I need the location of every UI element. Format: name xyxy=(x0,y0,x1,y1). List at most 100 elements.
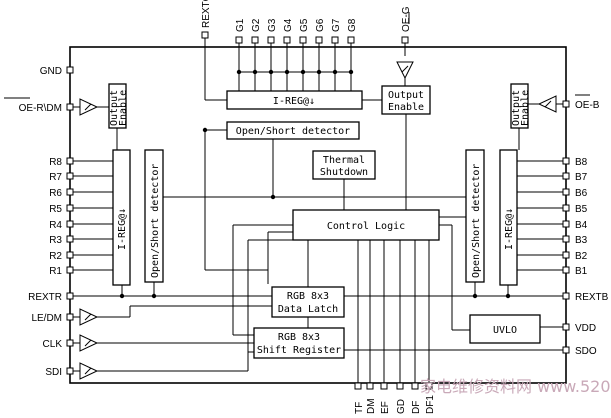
pin-g5: G5 xyxy=(299,18,310,44)
oe-left-line1: Output xyxy=(109,90,120,126)
pin-g2: G2 xyxy=(251,18,262,44)
pin-label-rextg: REXTG xyxy=(201,0,212,28)
uvlo-label: UVLO xyxy=(493,325,517,336)
g-line-junctions xyxy=(236,69,354,75)
ireg-right-label: I-REG@↓ xyxy=(504,208,515,250)
pin-label-b5: B5 xyxy=(575,204,588,215)
oe-right-line2: Enable xyxy=(520,90,531,126)
pin-label-df: DF xyxy=(411,401,422,414)
pin-label-r3: R3 xyxy=(49,235,62,246)
pin-g7: G7 xyxy=(331,18,342,44)
chip-outline xyxy=(69,46,567,384)
g-channel-lines xyxy=(204,43,352,101)
pin-label-b7: B7 xyxy=(575,172,588,183)
pin-clk: CLK xyxy=(43,334,254,352)
oe-right-line1: Output xyxy=(511,90,522,126)
ireg-left-label: I-REG@↓ xyxy=(117,208,128,250)
bottom-pin-wiring xyxy=(357,240,430,383)
pin-label-clk: CLK xyxy=(43,339,63,350)
pin-label-r7: R7 xyxy=(49,172,62,183)
pin-g1: G1 xyxy=(235,18,246,44)
pin-label-tf: TF xyxy=(354,402,365,414)
pin-label-b4: B4 xyxy=(575,220,588,231)
open-short-left-label: Open/Short detector xyxy=(150,164,161,278)
pin-g3: G3 xyxy=(267,18,278,44)
oe-left-line2: Enable xyxy=(118,90,129,126)
uvlo-block xyxy=(469,314,541,344)
pin-label-gd: GD xyxy=(396,399,407,414)
pin-label-b8: B8 xyxy=(575,157,588,168)
b-pin-boxes xyxy=(562,157,570,274)
pin-label-g6: G6 xyxy=(315,18,326,32)
rgb-shift-line1: RGB 8x3 xyxy=(278,332,320,343)
pin-label-b6: B6 xyxy=(575,188,588,199)
pin-label-le-dm: LE/DM xyxy=(31,313,62,324)
pin-label-g4: G4 xyxy=(283,18,294,32)
pin-df1: DF1 xyxy=(425,382,436,414)
pin-label-g7: G7 xyxy=(331,18,342,32)
pin-g8: G8 xyxy=(347,18,358,44)
pin-label-g3: G3 xyxy=(267,18,278,32)
pin-g6: G6 xyxy=(315,18,326,44)
pin-g4: G4 xyxy=(283,18,294,44)
pin-vdd: VDD xyxy=(562,323,596,334)
pin-label-gnd: GND xyxy=(40,66,62,77)
pin-label-dm: DM xyxy=(366,398,377,414)
pin-label-oe-r-dm: OE-R\DM xyxy=(19,103,62,114)
pin-label-r2: R2 xyxy=(49,251,62,262)
pin-label-r5: R5 xyxy=(49,204,62,215)
pin-rextr: REXTR xyxy=(28,282,272,303)
rgb-latch-line1: RGB 8x3 xyxy=(287,291,329,302)
pin-label-rextb: REXTB xyxy=(575,292,609,303)
ireg-top-label: I-REG@↓ xyxy=(273,96,315,107)
pin-oe-b: OE-B xyxy=(528,94,600,113)
r-pins xyxy=(73,160,113,271)
pin-label-g5: G5 xyxy=(299,18,310,32)
pin-rextg: REXTG xyxy=(201,0,212,47)
oe-top-line2: Enable xyxy=(388,102,424,113)
rgb-shift-line2: Shift Register xyxy=(257,345,341,356)
pin-oe-g: OE-G xyxy=(401,6,412,44)
pin-label-r1: R1 xyxy=(49,266,62,277)
pin-label-rextr: REXTR xyxy=(28,292,62,303)
pin-label-g1: G1 xyxy=(235,18,246,32)
pin-label-b3: B3 xyxy=(575,235,588,246)
pin-sdo: SDO xyxy=(562,346,597,357)
pin-label-df1: DF1 xyxy=(425,395,436,414)
rgb-latch-line2: Data Latch xyxy=(278,304,338,315)
pin-label-g2: G2 xyxy=(251,18,262,32)
pin-label-sdo: SDO xyxy=(575,346,597,357)
oe-left-buffer xyxy=(73,98,109,116)
pin-label-ef: EF xyxy=(380,401,391,414)
pin-sdi: SDI xyxy=(45,240,254,380)
oe-g-buffer xyxy=(396,43,414,86)
control-logic-label: Control Logic xyxy=(327,221,405,232)
pin-label-b2: B2 xyxy=(575,251,588,262)
pin-label-oe-g: OE-G xyxy=(401,6,412,32)
watermark-text: 家电维修资料网 www.520101.com xyxy=(420,377,611,396)
pin-le-dm: LE/DM xyxy=(31,305,272,326)
pin-label-vdd: VDD xyxy=(575,323,596,334)
pin-gnd: GND xyxy=(40,66,74,77)
pin-label-r4: R4 xyxy=(49,220,62,231)
pin-label-r8: R8 xyxy=(49,157,62,168)
pin-label-b1: B1 xyxy=(575,266,588,277)
pin-label-g8: G8 xyxy=(347,18,358,32)
pin-df: DF xyxy=(411,382,422,414)
pin-gd: GD xyxy=(396,382,407,414)
thermal-line1: Thermal xyxy=(323,155,365,166)
pin-ef: EF xyxy=(380,382,391,414)
pin-oe-r-dm: OE-R\DM xyxy=(4,97,74,114)
thermal-line2: Shutdown xyxy=(320,167,368,178)
thermal-shutdown-block xyxy=(312,150,376,180)
open-short-right-label: Open/Short detector xyxy=(471,164,482,278)
pin-label-sdi: SDI xyxy=(45,367,62,378)
pin-label-oe-b: OE-B xyxy=(575,100,600,111)
open-short-top-label: Open/Short detector xyxy=(236,126,350,137)
pin-label-r6: R6 xyxy=(49,188,62,199)
r-pin-boxes xyxy=(66,157,74,274)
b-pins xyxy=(517,160,563,271)
oe-top-line1: Output xyxy=(388,90,424,101)
